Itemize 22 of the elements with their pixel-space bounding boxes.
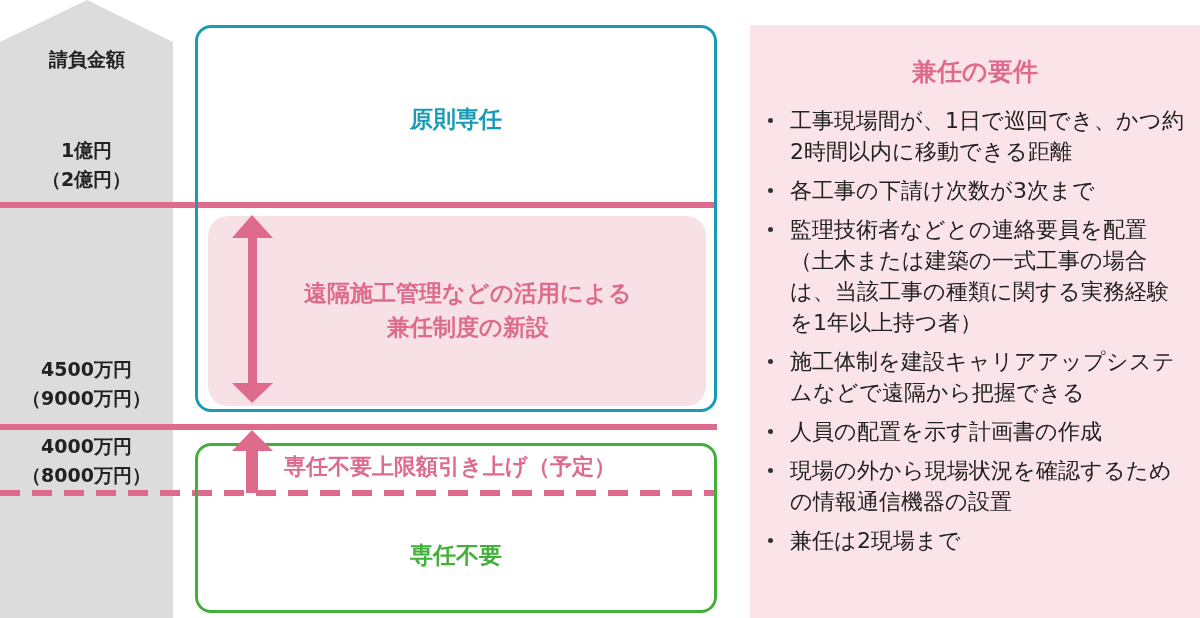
amount-label: 1億円 [59,138,114,163]
axis-title: 請負金額 [47,47,126,72]
category-label: 原則専任 [409,105,503,134]
requirement-text: 各工事の下請け次数が3次まで [790,177,1096,205]
amount-label: （8000万円） [21,463,152,488]
requirement-text: 監理技術者などとの連絡要員を配置（土木または建築の一式工事の場合は、当該工事の種類に関する実務経験を1年以上持つ者） [790,216,1170,337]
requirement-text: 人員の配置を示す計画書の作成 [790,418,1103,446]
requirement-text: 施工体制を建設キャリアアップシステムなどで遠隔から把握できる [790,348,1176,407]
amount-label: 4000万円 [40,434,133,459]
amount-label: （2億円） [40,167,133,192]
requirement-text: 工事現場間が、1日で巡回でき、かつ約2時間以内に移動できる距離 [790,107,1185,166]
category-box [195,443,717,613]
amount-label: （9000万円） [21,386,152,411]
requirements-panel [750,25,1200,618]
panel-text: 遠隔施工管理などの活用による兼任制度の新設 [303,279,633,342]
category-label: 専任不要 [409,541,503,570]
highlight-panel [208,216,706,406]
panel-heading: 兼任の要件 [911,56,1039,88]
requirement-text: 兼任は2現場まで [790,527,962,555]
category-box [195,25,717,412]
amount-label: 4500万円 [40,357,133,382]
requirement-text: 現場の外から現場状況を確認するための情報通信機器の設置 [790,457,1173,516]
